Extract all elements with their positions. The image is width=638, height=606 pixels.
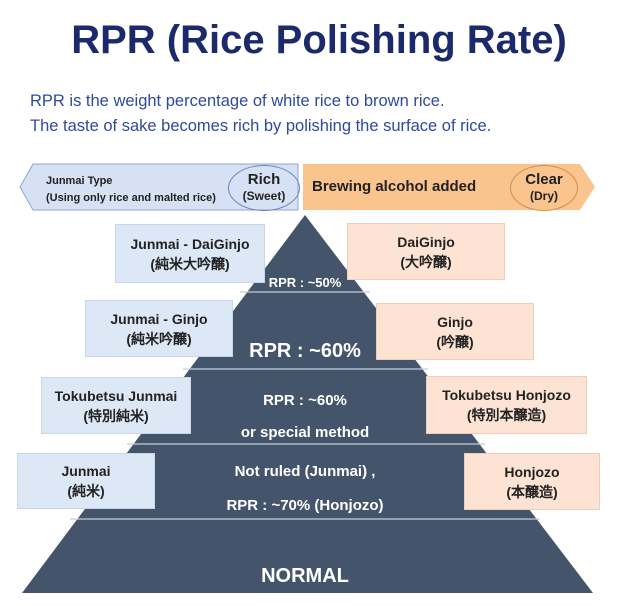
box-kanji: (本醸造)	[506, 483, 558, 500]
box-kanji: (純米吟醸)	[126, 330, 192, 347]
box-kanji: (特別本醸造)	[466, 407, 547, 423]
junmai-type-desc: (Using only rice and malted rice)	[46, 192, 216, 204]
box-kanji: (特別純米)	[83, 407, 149, 424]
level4-honjozo: RPR : ~70% (Honjozo)	[226, 497, 384, 514]
clear-label: Clear	[525, 171, 563, 188]
level5-normal: NORMAL	[261, 565, 349, 587]
box-name: Ginjo	[437, 313, 473, 330]
rich-oval: Rich (Sweet)	[228, 165, 300, 211]
box-kanji: (吟醸)	[436, 333, 474, 350]
page-title: RPR (Rice Polishing Rate)	[71, 18, 567, 62]
ginjo-box: Ginjo (吟醸)	[376, 303, 534, 360]
clear-oval: Clear (Dry)	[510, 165, 578, 211]
junmai-ginjo-box: Junmai - Ginjo (純米吟醸)	[85, 300, 233, 357]
junmai-type-label: Junmai Type	[46, 175, 113, 187]
band-dividers	[70, 291, 540, 520]
tokubetsu-honjozo-box: Tokubetsu Honjozo (特別本醸造)	[426, 376, 587, 434]
box-name: Tokubetsu Junmai	[54, 387, 178, 404]
subtitle-line-2: The taste of sake becomes rich by polish…	[30, 117, 492, 135]
level3-rpr: RPR : ~60%	[263, 392, 347, 409]
junmai-arrow-text: Junmai Type (Using only rice and malted …	[46, 173, 216, 207]
brewing-alcohol-label: Brewing alcohol added	[312, 178, 477, 195]
box-name: Tokubetsu Honjozo	[442, 387, 571, 403]
box-kanji: (大吟醸)	[400, 253, 452, 270]
tokubetsu-junmai-box: Tokubetsu Junmai (特別純米)	[41, 377, 191, 434]
level1-rpr: RPR : ~50%	[268, 275, 342, 290]
level4-junmai: Not ruled (Junmai) ,	[234, 463, 376, 480]
box-name: Junmai - Ginjo	[110, 310, 208, 327]
honjozo-box: Honjozo (本醸造)	[464, 453, 600, 510]
box-kanji: (純米大吟醸)	[150, 255, 230, 272]
box-name: DaiGinjo	[397, 233, 455, 250]
daiginjo-box: DaiGinjo (大吟醸)	[347, 223, 505, 280]
box-name: Honjozo	[504, 463, 560, 480]
box-name: Junmai	[61, 463, 111, 479]
rich-label: Rich	[247, 171, 281, 188]
pyramid	[22, 215, 593, 593]
junmai-arrow	[19, 163, 299, 211]
sweet-label: (Sweet)	[242, 189, 286, 203]
junmai-box: Junmai (純米)	[17, 453, 155, 509]
junmai-daiginjo-box: Junmai - DaiGinjo (純米大吟醸)	[115, 224, 265, 283]
subtitle-line-1: RPR is the weight percentage of white ri…	[30, 92, 445, 110]
dry-label: (Dry)	[529, 189, 558, 203]
box-name: Junmai - DaiGinjo	[130, 235, 250, 252]
level3-method: or special method	[240, 424, 370, 441]
level2-rpr: RPR : ~60%	[249, 340, 361, 362]
box-kanji: (純米)	[67, 483, 105, 499]
